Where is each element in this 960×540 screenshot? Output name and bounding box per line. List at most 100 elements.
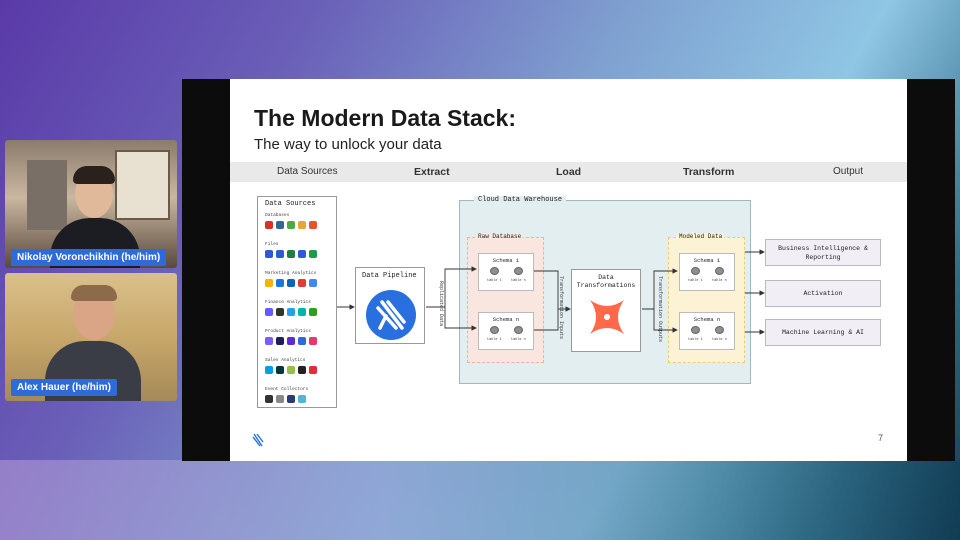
slide-title: The Modern Data Stack: [254,105,516,131]
background-glow [0,460,960,540]
output-bi-reporting: Business Intelligence & Reporting [765,239,881,266]
stage-bar: Data Sources Extract Load Transform Outp… [230,162,907,182]
slide-page-number: 7 [877,433,883,443]
pipeline-logo-icon [366,290,416,340]
output-ml-ai: Machine Learning & AI [765,319,881,346]
data-transformations-title: Data Transformations [576,274,636,289]
video-tile-participant-2[interactable]: Alex Hauer (he/him) [5,273,177,401]
background-fireplace [27,160,67,230]
data-source-category-label: Marketing Analytics [265,271,317,276]
source-logo-icon [309,279,317,287]
table-icon [690,326,700,334]
data-source-icon-row [265,221,317,229]
table-icon [714,267,724,275]
background-window [115,150,170,220]
data-source-icon-row [265,395,306,403]
schema-title: Schema 1 [693,257,721,264]
data-source-category-label: Databases [265,213,290,218]
data-source-category-label: Sales Analytics [265,358,306,363]
source-logo-icon [276,395,284,403]
table-item: table 1 [487,326,502,342]
source-logo-icon [298,366,306,374]
table-icon [513,326,523,334]
output-label: Business Intelligence & Reporting [778,244,868,261]
table-item: table 1 [688,326,703,342]
schema-title: Schema n [693,316,721,323]
source-logo-icon [287,221,295,229]
source-logo-icon [298,221,306,229]
data-source-icon-row [265,366,317,374]
modeled-data: Modeled Data Schema 1 table 1 table n Sc… [668,233,745,363]
source-logo-icon [287,395,295,403]
source-logo-icon [276,279,284,287]
stage-load: Load [556,166,582,178]
participant-hair [73,166,115,184]
warehouse-title: Cloud Data Warehouse [474,196,567,204]
source-logo-icon [287,337,295,345]
raw-database-title: Raw Database [476,233,524,240]
source-logo-icon [276,337,284,345]
stage-transform: Transform [683,166,735,178]
source-logo-icon [276,250,284,258]
source-logo-icon [298,279,306,287]
modeled-schema-n: Schema n table 1 table n [679,312,735,350]
table-icon [513,267,523,275]
source-logo-icon [265,337,273,345]
source-logo-icon [287,279,295,287]
table-label: table n [712,338,727,342]
table-label: table 1 [487,338,502,342]
data-source-category-label: Files [265,242,279,247]
source-logo-icon [287,366,295,374]
source-logo-icon [309,250,317,258]
data-source-category-label: Product Analytics [265,329,311,334]
table-item: table n [511,326,526,342]
modeled-data-title: Modeled Data [677,233,725,240]
table-label: table 1 [487,279,502,283]
stage-extract: Extract [414,166,450,178]
screen-share-frame: The Modern Data Stack: The way to unlock… [182,79,955,461]
data-pipeline-title: Data Pipeline [362,272,417,280]
output-label: Machine Learning & AI [782,329,864,336]
table-label: table n [712,279,727,283]
table-icon [690,267,700,275]
output-label: Activation [803,290,843,297]
source-logo-icon [298,395,306,403]
data-source-category-label: Finance Analytics [265,300,311,305]
replicated-data-label: Replicated Data [438,281,444,327]
source-logo-icon [276,221,284,229]
schema-title: Schema 1 [492,257,520,264]
slide-subtitle: The way to unlock your data [254,136,442,153]
table-icon [714,326,724,334]
data-source-icon-row [265,279,317,287]
table-label: table n [511,279,526,283]
data-source-icon-row [265,308,317,316]
source-logo-icon [265,250,273,258]
table-label: table 1 [688,279,703,283]
table-item: table n [712,267,727,283]
raw-schema-1: Schema 1 table 1 table n [478,253,534,291]
table-icon [489,326,499,334]
participant-hair [71,285,117,301]
stage-output: Output [833,166,864,177]
source-logo-icon [298,337,306,345]
video-tile-participant-1[interactable]: Nikolay Voronchikhin (he/him) [5,140,177,268]
transformation-inputs-label: Transformation Inputs [558,276,564,340]
source-logo-icon [309,308,317,316]
table-item: table 1 [487,267,502,283]
source-logo-icon [276,308,284,316]
source-logo-icon [265,279,273,287]
table-item: table n [712,326,727,342]
output-activation: Activation [765,280,881,307]
source-logo-icon [287,250,295,258]
raw-schema-n: Schema n table 1 table n [478,312,534,350]
source-logo-icon [309,366,317,374]
data-pipeline-box: Data Pipeline [355,267,425,344]
table-label: table n [511,338,526,342]
table-icon [489,267,499,275]
table-item: table n [511,267,526,283]
table-label: table 1 [688,338,703,342]
transformation-outputs-label: Transformation Outputs [657,276,663,343]
participant-name-tag: Nikolay Voronchikhin (he/him) [11,249,167,266]
stage-data-sources: Data Sources [277,166,338,177]
